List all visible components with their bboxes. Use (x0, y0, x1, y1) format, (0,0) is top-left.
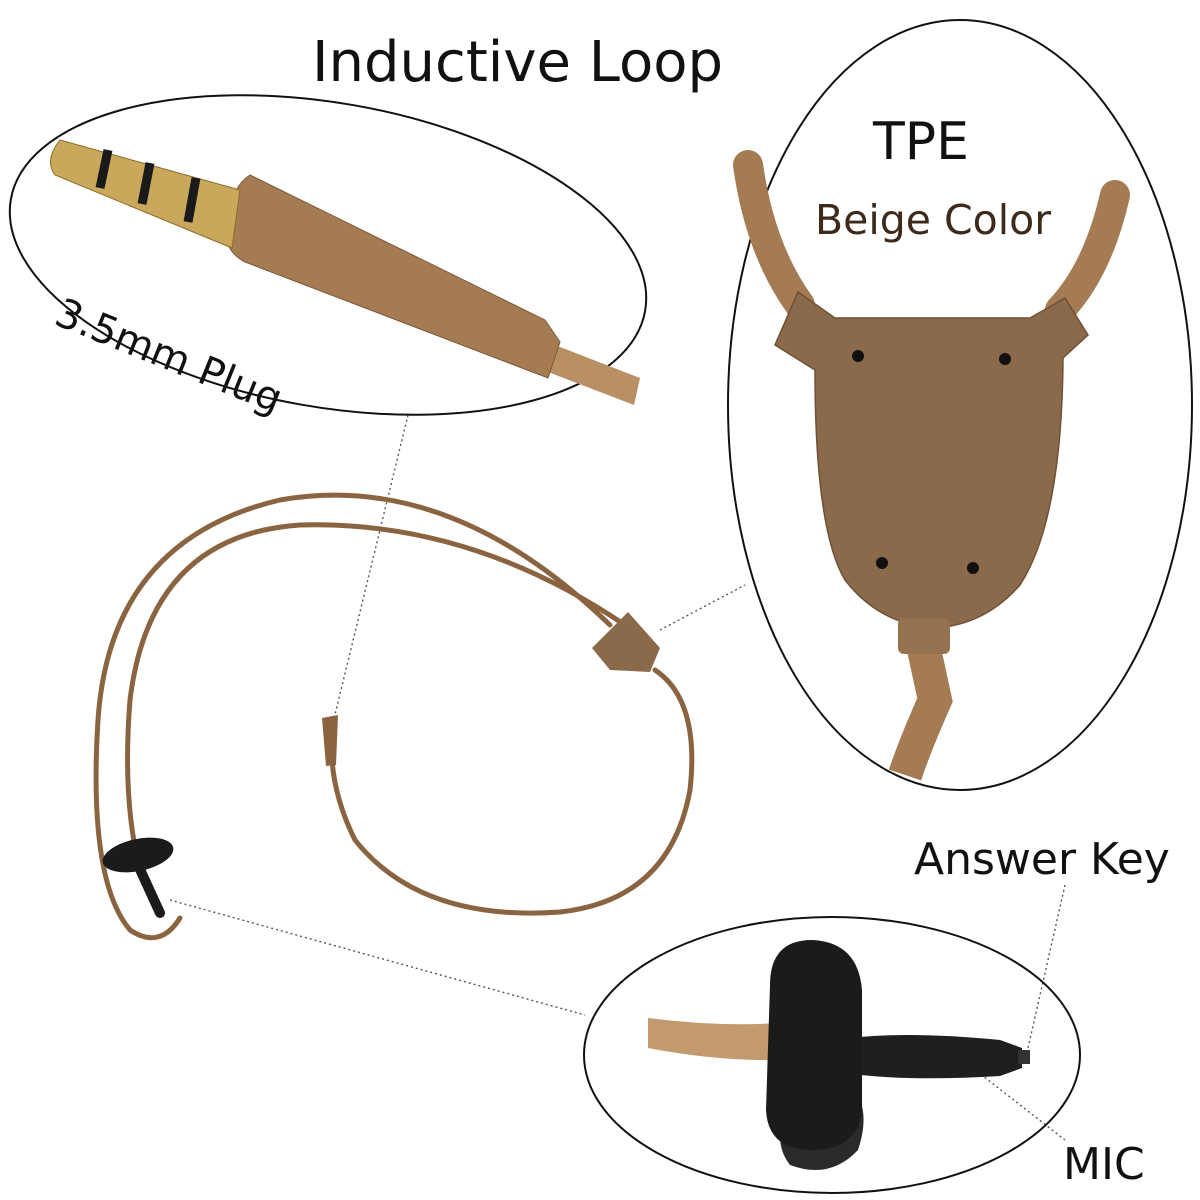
neckloop-inner-strand (125, 522, 628, 873)
clip-callout-ellipse (583, 916, 1081, 1194)
housing-body (774, 290, 1089, 629)
housing-hole-1 (852, 350, 864, 362)
mic-body (835, 1035, 1022, 1079)
neckloop-housing (592, 612, 660, 672)
plug-closeup (50, 139, 640, 405)
neckloop-mic (133, 860, 165, 918)
neckloop-plug-strand (329, 667, 695, 916)
housing-hole-3 (876, 557, 888, 569)
housing-hole-4 (967, 562, 979, 574)
neckloop-clip-body (102, 837, 174, 873)
plug-ring-2 (137, 162, 155, 205)
housing-closeup (733, 150, 1130, 781)
housing-cable-right (1045, 180, 1130, 325)
neckloop-cable (93, 492, 695, 941)
plug-callout-ellipse (8, 94, 648, 416)
housing-callout-line (659, 584, 746, 631)
mic-label: MIC (1063, 1139, 1145, 1190)
clip-callout-line (169, 899, 586, 1016)
housing-cable-left (733, 150, 815, 320)
neckloop-plug (322, 715, 338, 766)
plug-callout-line (329, 414, 409, 736)
color-label: Beige Color (815, 196, 1052, 244)
housing-cable-bottom (888, 636, 953, 781)
plug-ring-3 (183, 177, 201, 223)
answer-key-callout-line (1027, 884, 1066, 1049)
housing-strain-relief (898, 618, 950, 654)
clip-closeup (648, 940, 1030, 1170)
answer-key-label: Answer Key (914, 834, 1170, 885)
housing-hole-2 (999, 353, 1011, 365)
plug-ring-1 (95, 149, 113, 189)
clip-front (766, 940, 862, 1150)
page-title: Inductive Loop (312, 30, 724, 95)
neckloop-clip (102, 837, 174, 918)
housing-callout-ellipse (727, 19, 1193, 791)
plug-boot (224, 174, 561, 379)
plug-cable-end (548, 345, 640, 405)
neckloop-outer-strand (93, 492, 613, 941)
material-label: TPE (873, 112, 969, 172)
answer-key-button (1018, 1050, 1030, 1064)
clip-cable (648, 1018, 790, 1061)
